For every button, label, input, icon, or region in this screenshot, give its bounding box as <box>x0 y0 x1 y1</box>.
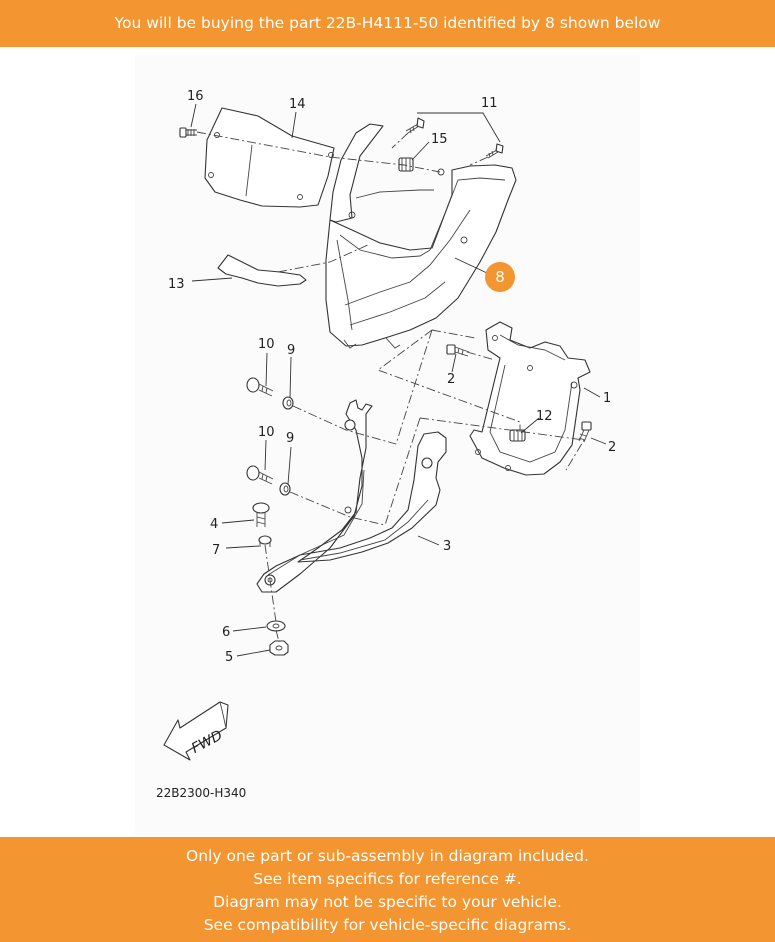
callout-14: 14 <box>289 97 306 112</box>
callout-4: 4 <box>210 517 218 532</box>
callout-15: 15 <box>431 132 448 147</box>
callout-2-left: 2 <box>447 372 455 387</box>
bottom-banner: Only one part or sub-assembly in diagram… <box>0 837 775 942</box>
part-4-bolt <box>252 502 270 527</box>
parts-diagram: 16 14 11 15 13 10 9 2 1 12 10 9 2 4 7 3 … <box>135 55 640 835</box>
part-8-cowling <box>325 123 517 349</box>
callout-10-lower: 10 <box>258 425 275 440</box>
callout-3: 3 <box>443 539 451 554</box>
callout-5: 5 <box>225 650 233 665</box>
footer-line-1: Only one part or sub-assembly in diagram… <box>186 847 589 865</box>
highlight-number: 8 <box>495 268 505 286</box>
footer-line-4: See compatibility for vehicle-specific d… <box>203 916 572 934</box>
part-9-collars <box>279 396 294 496</box>
callout-1: 1 <box>603 391 611 406</box>
assembly-lines <box>196 131 585 643</box>
part-15-grommet <box>398 157 414 172</box>
diagram-code: 22B2300-H340 <box>156 786 246 800</box>
part-16-screw <box>179 127 197 138</box>
part-14-visor <box>204 107 335 208</box>
part-11-screws <box>405 117 504 159</box>
banner-text: You will be buying the part 22B-H4111-50… <box>114 14 661 32</box>
callout-9-lower: 9 <box>286 431 294 446</box>
callout-10-upper: 10 <box>258 337 275 352</box>
callout-13: 13 <box>168 277 185 292</box>
callout-12: 12 <box>536 409 553 424</box>
part-13-plate <box>217 254 307 287</box>
highlight-circle <box>485 262 515 292</box>
callout-6: 6 <box>222 625 230 640</box>
part-5-nut <box>269 640 289 656</box>
callout-16: 16 <box>187 89 204 104</box>
part-7-collar <box>258 535 272 547</box>
highlighted-callout-8: 8 <box>485 262 515 292</box>
callout-2-right: 2 <box>608 440 616 455</box>
footer-line-2: See item specifics for reference #. <box>253 870 522 888</box>
callout-9-upper: 9 <box>287 343 295 358</box>
part-6-washer <box>266 620 286 632</box>
part-10-bolts <box>246 377 274 485</box>
part-2-bolts <box>446 344 592 443</box>
footer-line-3: Diagram may not be specific to your vehi… <box>213 893 562 911</box>
top-banner: You will be buying the part 22B-H4111-50… <box>0 0 775 47</box>
fwd-arrow: FWD <box>163 701 229 761</box>
callout-labels: 16 14 11 15 13 10 9 2 1 12 10 9 2 4 7 3 … <box>168 89 616 665</box>
callout-7: 7 <box>212 543 220 558</box>
leader-lines <box>190 103 607 657</box>
callout-11: 11 <box>481 96 498 111</box>
